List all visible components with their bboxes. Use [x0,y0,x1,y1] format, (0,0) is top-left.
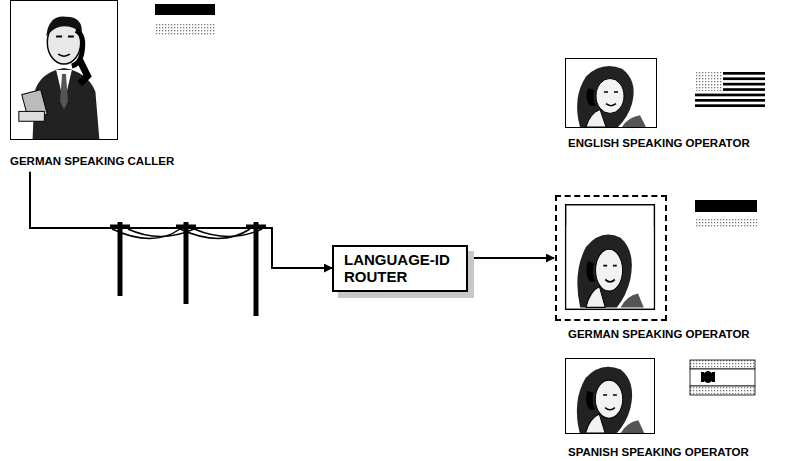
person-illustration [566,359,654,433]
person-illustration [566,59,656,127]
us-flag [695,72,765,107]
caption: SPANISH SPEAKING OPERATOR [568,446,749,459]
picture-frame: GERMAN SPEAKING OPERATOR [555,195,667,321]
flow-arrow [468,257,554,259]
caption: GERMAN SPEAKING CALLER [10,155,174,168]
telephone-poles [110,222,266,316]
picture-frame: ENGLISH SPEAKING OPERATOR [565,58,657,128]
flow-arrow [30,172,332,268]
german-flag [695,200,757,228]
caption: ENGLISH SPEAKING OPERATOR [568,137,750,150]
caption: GERMAN SPEAKING OPERATOR [568,328,750,341]
connector-layer [30,172,554,268]
picture-frame: SPANISH SPEAKING OPERATOR [565,358,655,434]
person-illustration [557,197,665,319]
person-illustration [11,1,117,139]
box-label: LANGUAGE-ID ROUTER [344,251,456,286]
picture-frame: GERMAN SPEAKING CALLER [10,0,118,140]
german-flag [155,4,215,35]
spanish-flag [690,360,755,395]
process-box: LANGUAGE-ID ROUTER [332,245,468,292]
